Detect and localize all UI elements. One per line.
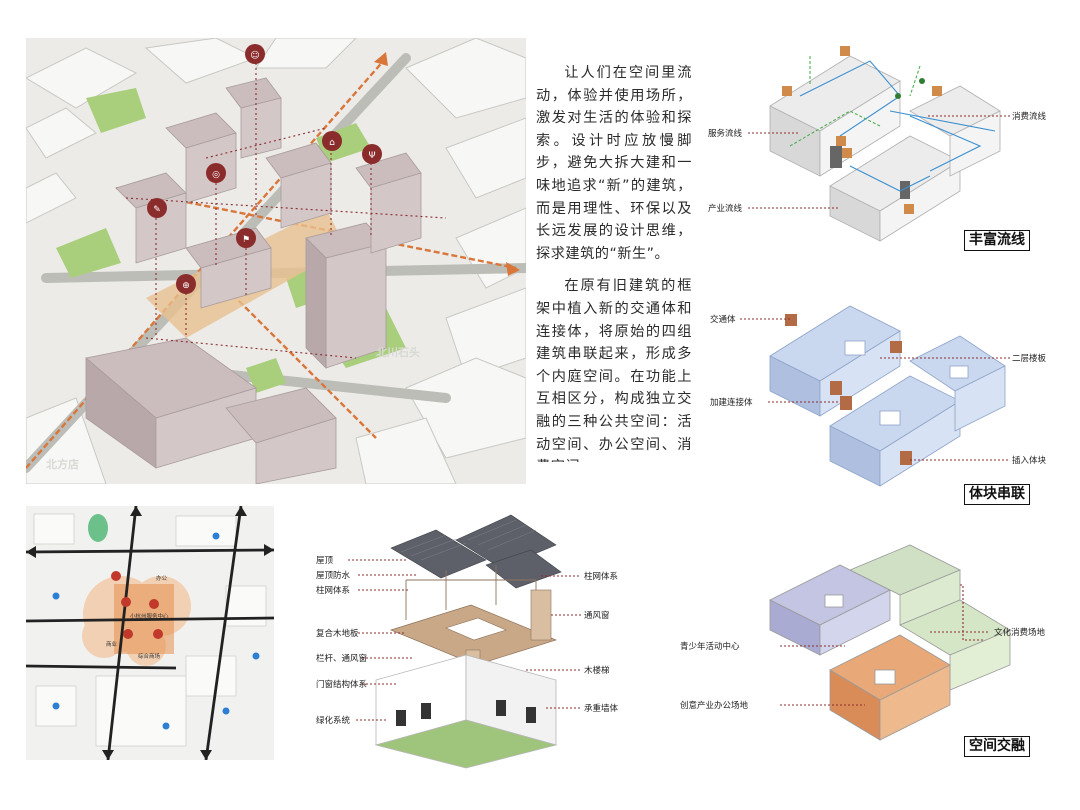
flow-label-industry: 产业流线 bbox=[708, 204, 743, 214]
site-map: 小杭州服务中心 商业 综合商场 办公 bbox=[26, 506, 274, 760]
street-label-2: 北方店 bbox=[46, 457, 79, 471]
exploded-right-1: 通风窗 bbox=[584, 611, 610, 621]
exploded-right-3: 承重墙体 bbox=[584, 704, 619, 714]
mass-diagram: 交通体 二层楼板 加建连接体 插入体块 体块串联 bbox=[700, 286, 1070, 508]
mass-title: 体块串联 bbox=[964, 484, 1030, 505]
paragraph-1: 让人们在空间里流动，体验并使用场所，激发对生活的体验和探索。设计时应放慢脚步，避… bbox=[536, 65, 692, 262]
exploded-left-2: 柱网体系 bbox=[316, 586, 351, 596]
mass-label-insert: 插入体块 bbox=[1012, 456, 1047, 466]
svg-text:☺: ☺ bbox=[250, 50, 259, 61]
svg-text:⚑: ⚑ bbox=[242, 235, 250, 245]
svg-text:✎: ✎ bbox=[153, 205, 161, 215]
exploded-axonometric: 屋顶 屋顶防水 柱网体系 复合木地板 栏杆、通风窗 门窗结构体系 绿化系统 柱网… bbox=[296, 510, 666, 770]
aerial-perspective: ☺ ⌂ Ψ ◎ ✎ ⚑ ⊕ 北川石头 北方店 bbox=[26, 38, 526, 484]
site-map-svg: 小杭州服务中心 商业 综合商场 办公 bbox=[26, 506, 274, 760]
aerial-svg: ☺ ⌂ Ψ ◎ ✎ ⚑ ⊕ 北川石头 北方店 bbox=[26, 38, 526, 484]
site-label-d: 办公 bbox=[156, 574, 168, 582]
exploded-right-2: 木楼梯 bbox=[584, 666, 610, 676]
svg-text:⌂: ⌂ bbox=[329, 138, 335, 148]
svg-text:◎: ◎ bbox=[212, 170, 220, 180]
function-svg bbox=[769, 544, 1011, 741]
mass-label-floor: 二层楼板 bbox=[1012, 354, 1047, 364]
exploded-right-0: 柱网体系 bbox=[584, 572, 619, 582]
description-text: 让人们在空间里流动，体验并使用场所，激发对生活的体验和探索。设计时应放慢脚步，避… bbox=[536, 62, 692, 462]
exploded-left-4: 栏杆、通风窗 bbox=[316, 654, 368, 664]
mass-label-connector: 加建连接体 bbox=[710, 398, 753, 408]
exploded-left-5: 门窗结构体系 bbox=[316, 680, 368, 690]
flow-label-service: 服务流线 bbox=[708, 129, 743, 139]
exploded-svg bbox=[348, 514, 581, 769]
func-label-youth: 青少年活动中心 bbox=[680, 642, 740, 652]
svg-text:Ψ: Ψ bbox=[368, 151, 375, 161]
func-title: 空间交融 bbox=[964, 736, 1030, 757]
flow-title: 丰富流线 bbox=[964, 230, 1030, 251]
exploded-left-6: 绿化系统 bbox=[316, 716, 351, 726]
exploded-left-3: 复合木地板 bbox=[316, 629, 359, 639]
flow-svg bbox=[748, 46, 1010, 242]
svg-text:⊕: ⊕ bbox=[182, 281, 190, 291]
func-label-culture: 文化消费场地 bbox=[994, 628, 1046, 638]
flow-diagram: 服务流线 产业流线 消费流线 丰富流线 bbox=[700, 36, 1070, 252]
exploded-left-0: 屋顶 bbox=[316, 556, 334, 566]
func-label-creative: 创意产业办公场地 bbox=[680, 701, 749, 711]
mass-svg bbox=[740, 305, 1010, 487]
mass-label-traffic: 交通体 bbox=[710, 315, 736, 325]
street-label: 北川石头 bbox=[376, 345, 420, 359]
paragraph-2: 在原有旧建筑的框架中植入新的交通体和连接体，将原始的四组建筑串联起来，形成多个内… bbox=[536, 278, 692, 462]
flow-label-consume: 消费流线 bbox=[1012, 112, 1047, 122]
function-diagram: 青少年活动中心 创意产业办公场地 文化消费场地 空间交融 bbox=[680, 540, 1070, 760]
exploded-left-1: 屋顶防水 bbox=[316, 571, 351, 581]
site-label-c: 综合商场 bbox=[138, 652, 161, 660]
site-label-b: 商业 bbox=[106, 640, 118, 648]
site-label-a: 小杭州服务中心 bbox=[130, 612, 169, 620]
